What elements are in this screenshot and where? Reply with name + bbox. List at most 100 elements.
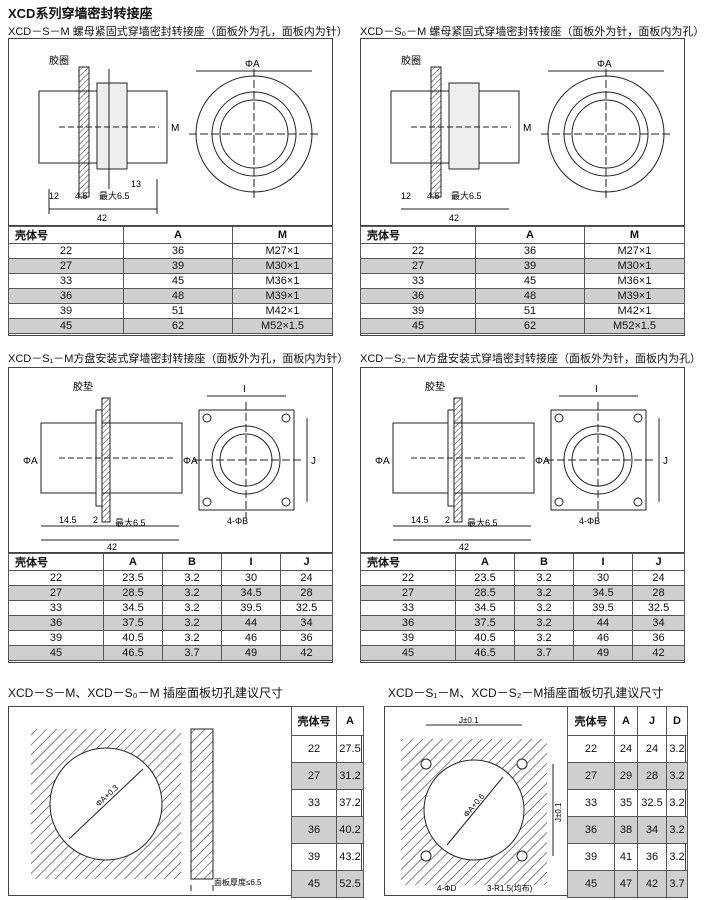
dim-max: 最大6.5 — [115, 517, 146, 528]
cell: M27×1 — [232, 243, 333, 259]
cell: 33 — [567, 789, 615, 817]
connector-side-view: 胶垫 ΦA ΦA I J 14.5 2 最大6.5 42 4-ΦB — [375, 380, 668, 552]
label-J-side: J±0.1 — [554, 802, 563, 822]
col-header: 壳体号 — [291, 706, 337, 736]
cell: 3.7 — [514, 645, 574, 661]
col-header: 壳体号 — [8, 553, 104, 571]
cell: 3.2 — [514, 600, 574, 616]
cell: 39 — [123, 258, 233, 274]
connector-side-view: 胶垫 ΦA ΦA I J 14.5 2 最大6.5 42 4-ΦB — [23, 380, 316, 552]
cell: 24 — [637, 735, 667, 763]
cell: 3.2 — [666, 843, 688, 871]
cell: 39 — [8, 630, 104, 646]
cell: 31.2 — [336, 762, 364, 790]
cell: 3.2 — [162, 615, 222, 631]
label-M: M — [171, 123, 179, 134]
cell: 45 — [291, 870, 337, 898]
cell: 33 — [291, 789, 337, 817]
col-header: A — [475, 226, 585, 244]
col-header: 壳体号 — [360, 226, 476, 244]
cell: 49 — [221, 645, 281, 661]
cell: 3.2 — [666, 735, 688, 763]
cell: 45 — [123, 273, 233, 289]
cell: M39×1 — [584, 288, 685, 304]
dim-42: 42 — [107, 542, 117, 552]
drawing-s4: 胶垫 ΦA ΦA I J 14.5 2 最大6.5 42 4-ΦB — [361, 368, 684, 553]
cell: 29 — [614, 762, 638, 790]
spec-panel-s4: 胶垫 ΦA ΦA I J 14.5 2 最大6.5 42 4-ΦB 壳体号 A … — [360, 367, 685, 663]
dim-12: 12 — [49, 191, 59, 201]
label-gasket: 胶垫 — [73, 380, 93, 393]
cell: 38 — [614, 816, 638, 844]
cell: M39×1 — [232, 288, 333, 304]
page-title: XCD系列穿墙密封转接座 — [8, 6, 153, 21]
cell: 3.2 — [666, 789, 688, 817]
cell: 24 — [280, 570, 333, 586]
cell: 45 — [360, 645, 456, 661]
cell: M36×1 — [584, 273, 685, 289]
cell: 45 — [475, 273, 585, 289]
section-caption: XCD－S₀－M 螺母紧固式穿墙密封转接座（面板外为针，面板内为孔） — [360, 26, 705, 38]
drawing-s3: 胶垫 ΦA ΦA I J 14.5 2 最大6.5 42 4-ΦB — [9, 368, 332, 553]
cell: 33 — [360, 600, 456, 616]
cell: 46 — [573, 630, 633, 646]
cell: 40.5 — [103, 630, 163, 646]
col-header: B — [162, 553, 222, 571]
connector-side-view: 胶圈 ΦA M 12 4.5 最大6.5 13 42 — [38, 54, 319, 223]
drawing-s2: 胶圈 ΦA M 12 4.5 最大6.5 42 — [361, 39, 684, 226]
label-phiA-right: ΦA — [535, 456, 550, 467]
cell: M52×1.5 — [584, 318, 685, 334]
cell: 23.5 — [103, 570, 163, 586]
cell: 27 — [8, 258, 124, 274]
connector-side-view: 胶圈 ΦA M 12 4.5 最大6.5 42 — [390, 54, 671, 223]
cell: 34.5 — [103, 600, 163, 616]
label-phiA: ΦA — [245, 59, 260, 70]
cell: 42 — [637, 870, 667, 898]
cell: 32.5 — [280, 600, 333, 616]
cell: 52.5 — [336, 870, 364, 898]
cell: 22 — [360, 243, 476, 259]
label-J-top: J±0.1 — [459, 716, 479, 725]
cell: 27.5 — [336, 735, 364, 763]
cell: 39 — [360, 303, 476, 319]
cell: 3.2 — [162, 585, 222, 601]
cell: 3.7 — [666, 870, 688, 898]
cell: 62 — [123, 318, 233, 334]
cell: 36 — [8, 615, 104, 631]
cell: M30×1 — [232, 258, 333, 274]
cell: 45 — [567, 870, 615, 898]
cell: 22 — [8, 570, 104, 586]
cell: M27×1 — [584, 243, 685, 259]
label-thickness: 面板厚度≤6.5 — [214, 877, 262, 887]
cell: 39 — [8, 303, 124, 319]
dim-12: 12 — [401, 191, 411, 201]
cell: 41 — [614, 843, 638, 871]
label-I: I — [595, 384, 598, 395]
col-header: 壳体号 — [360, 553, 456, 571]
cell: 40.5 — [455, 630, 515, 646]
label-phiA: ΦA — [23, 456, 38, 467]
col-header: I — [573, 553, 633, 571]
cell: 42 — [632, 645, 685, 661]
cell: 36 — [567, 816, 615, 844]
spec-panel-s3: 胶垫 ΦA ΦA I J 14.5 2 最大6.5 42 4-ΦB 壳体号 A … — [8, 367, 333, 663]
dim-4.5: 4.5 — [75, 191, 88, 201]
cell: 44 — [573, 615, 633, 631]
col-header: J — [280, 553, 333, 571]
cell: 27 — [360, 585, 456, 601]
cell: 28.5 — [103, 585, 163, 601]
cell: 39 — [475, 258, 585, 274]
label-gasket: 胶圈 — [401, 54, 421, 67]
label-gasket: 胶圈 — [49, 54, 69, 67]
cell: 34 — [637, 816, 667, 844]
cell: M42×1 — [232, 303, 333, 319]
dim-2: 2 — [445, 515, 450, 525]
col-header: 壳体号 — [8, 226, 124, 244]
cell: 44 — [221, 615, 281, 631]
dim-4.5: 4.5 — [427, 191, 440, 201]
